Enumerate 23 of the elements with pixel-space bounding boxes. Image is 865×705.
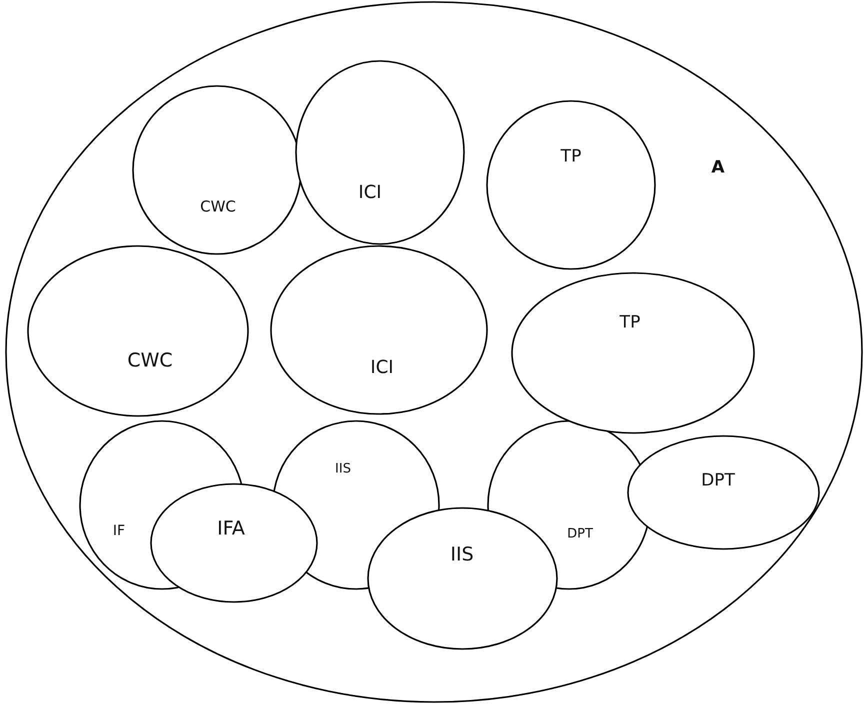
set-label: DPT — [567, 528, 593, 540]
set-label: ICI — [370, 359, 394, 377]
subset-ellipse — [367, 507, 558, 650]
set-label: IF — [112, 524, 126, 538]
subset-ellipse — [132, 85, 302, 255]
set-label: IIS — [450, 546, 474, 564]
set-label: TP — [560, 148, 582, 166]
set-label: CWC — [200, 200, 236, 214]
set-label: DPT — [701, 472, 735, 490]
subset-ellipse — [511, 272, 755, 434]
set-ellipse — [5, 1, 863, 703]
subset-ellipse — [270, 245, 488, 415]
set-label: TP — [620, 314, 640, 332]
set-label: A — [711, 160, 725, 176]
set-label: IFA — [217, 520, 245, 538]
subset-ellipse — [27, 245, 249, 417]
subset-ellipse — [150, 483, 318, 603]
set-label: IIS — [335, 462, 351, 476]
set-label: CWC — [127, 352, 173, 370]
set-label: ICI — [358, 184, 382, 202]
subset-ellipse — [295, 60, 465, 245]
subset-ellipse — [627, 435, 820, 550]
subset-ellipse — [486, 100, 656, 270]
